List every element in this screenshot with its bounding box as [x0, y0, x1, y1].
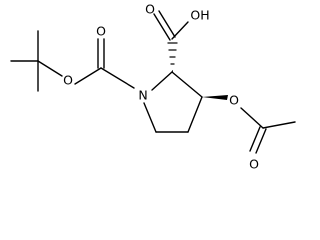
bond-acid-c-to-oh: [171, 21, 189, 40]
bond-acid-c-o-double-b: [158, 10, 176, 38]
bond-acetate-c-o-double-b: [255, 128, 267, 154]
pyrrolidine-ring: [143, 71, 203, 133]
bond-acetate-carbonyl-to-methyl: [262, 121, 296, 129]
bond-tbu-to-ester-oxygen: [37, 60, 63, 77]
bond-c2-to-c3: [171, 71, 203, 98]
atom-label-acetate-ester-oxygen: O: [229, 93, 239, 108]
atom-label-carbamate-ester-oxygen: O: [63, 73, 73, 88]
bond-c5-to-n: [143, 102, 157, 133]
bond-c3-to-c4: [187, 96, 203, 133]
bond-acetate-oxygen-to-carbonyl: [240, 107, 264, 129]
boc-carbamate-group: [74, 38, 135, 89]
atom-labels: O O N O OH O O: [63, 2, 259, 172]
bond-ester-oxygen-to-carbonyl: [74, 67, 102, 85]
bond-carbamate-carbonyl-to-n: [100, 67, 135, 89]
atom-label-ring-nitrogen: N: [138, 88, 147, 103]
atom-label-carbamate-carbonyl-oxygen: O: [96, 24, 106, 39]
bond-acid-c-o-double-a: [153, 13, 171, 41]
bond-acetate-c-o-double-a: [249, 126, 261, 152]
hashed-wedge-bond-c2-to-acid: [167, 42, 178, 72]
tert-butyl-group: [10, 30, 63, 92]
carboxylic-acid-group: [153, 10, 189, 72]
atom-label-acid-carbonyl-oxygen: O: [145, 2, 155, 17]
atom-label-acetate-carbonyl-oxygen: O: [249, 157, 259, 172]
bond-n-to-c2: [151, 71, 173, 91]
bold-wedge-bond-c3-to-oxygen: [202, 95, 228, 100]
atom-label-acid-hydroxyl: OH: [190, 8, 209, 23]
acetate-group: [202, 95, 296, 154]
molecule-diagram: O O N O OH O O: [10, 2, 296, 172]
